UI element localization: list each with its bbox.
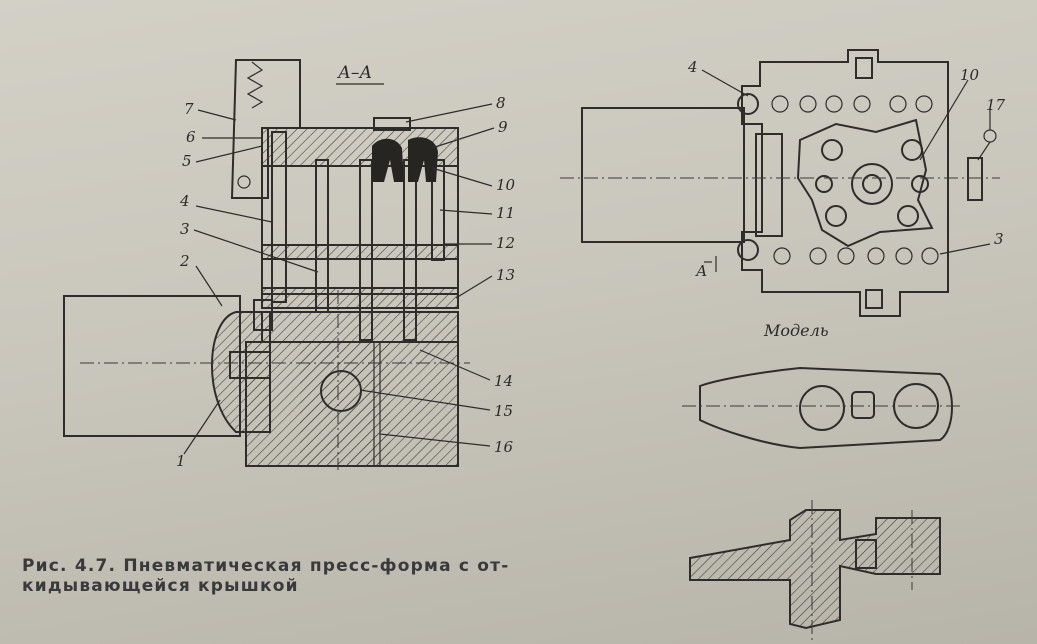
- callout-11: 11: [496, 204, 515, 222]
- section-label: А–А: [337, 63, 372, 83]
- core-casting: [372, 138, 404, 182]
- callout-10: 10: [496, 176, 516, 194]
- callout-2: 2: [179, 252, 190, 270]
- callout-7: 7: [184, 100, 194, 118]
- plan-holes: [771, 95, 939, 265]
- plan-callout-10: 10: [960, 66, 980, 84]
- section-view: А–А: [63, 59, 516, 470]
- callout-14: 14: [494, 372, 513, 390]
- caption-line-2: кидывающейся крышкой: [22, 576, 299, 596]
- callout-5: 5: [182, 152, 192, 170]
- callout-13: 13: [496, 266, 515, 284]
- caption-line-1: Рис. 4.7. Пневматическая пресс-форма с о…: [22, 556, 510, 576]
- callout-16: 16: [494, 438, 514, 456]
- plan-view: 4 10 17 3 А: [560, 49, 1006, 317]
- plan-callout-4: 4: [687, 58, 698, 76]
- plan-cylinder: [581, 107, 745, 243]
- plan-callout-17: 17: [986, 96, 1006, 114]
- model-plan-outline: [699, 366, 953, 450]
- callout-6: 6: [186, 128, 196, 146]
- shaft-circle: [320, 370, 362, 412]
- plan-cut-label: А: [695, 262, 707, 280]
- model-section: [689, 509, 941, 630]
- plan-plate: [741, 49, 949, 317]
- callout-1: 1: [176, 452, 186, 470]
- plan-callout-3: 3: [994, 230, 1004, 248]
- plan-cavity-insert: [796, 118, 934, 248]
- model-view: Модель: [682, 321, 960, 640]
- callout-8: 8: [496, 94, 506, 112]
- pneumatic-cylinder: [63, 295, 241, 437]
- callout-4: 4: [179, 192, 190, 210]
- callout-3: 3: [180, 220, 190, 238]
- model-label: Модель: [763, 321, 829, 340]
- figure-caption: Рис. 4.7. Пневматическая пресс-форма с о…: [22, 556, 622, 596]
- callout-12: 12: [496, 234, 515, 252]
- callout-9: 9: [498, 118, 508, 136]
- callout-15: 15: [494, 402, 513, 420]
